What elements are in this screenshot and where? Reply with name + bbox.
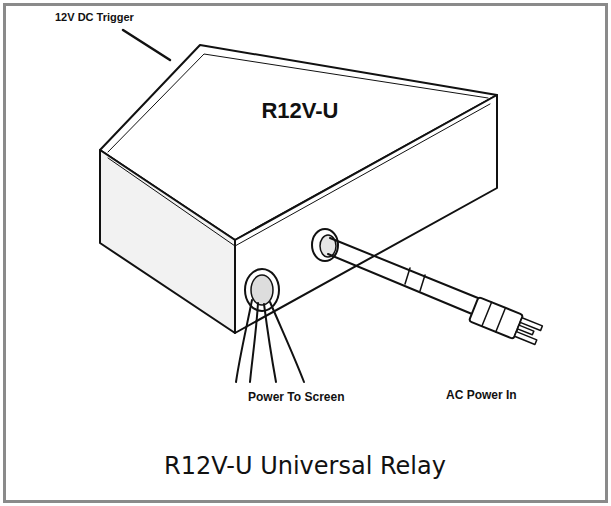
wire: [250, 303, 258, 382]
box-front: [235, 95, 497, 333]
power-cable: [328, 254, 472, 314]
callout-label: AC Power In: [446, 388, 517, 402]
box-side: [100, 150, 235, 333]
wire: [264, 304, 276, 382]
leader-line: [123, 30, 170, 60]
wire: [270, 302, 304, 382]
power-cable: [330, 238, 478, 298]
power-plug: [469, 297, 544, 347]
box-bevel: [108, 104, 490, 246]
callout-label: Power To Screen: [248, 390, 344, 404]
product-name: R12V-U: [261, 98, 338, 124]
wire: [236, 300, 252, 382]
cable-mark: [405, 268, 410, 284]
cable-mark: [420, 275, 425, 291]
callout-label: 12V DC Trigger: [55, 11, 134, 23]
connector-socket: [251, 275, 273, 305]
figure-caption: R12V-U Universal Relay: [164, 452, 446, 480]
